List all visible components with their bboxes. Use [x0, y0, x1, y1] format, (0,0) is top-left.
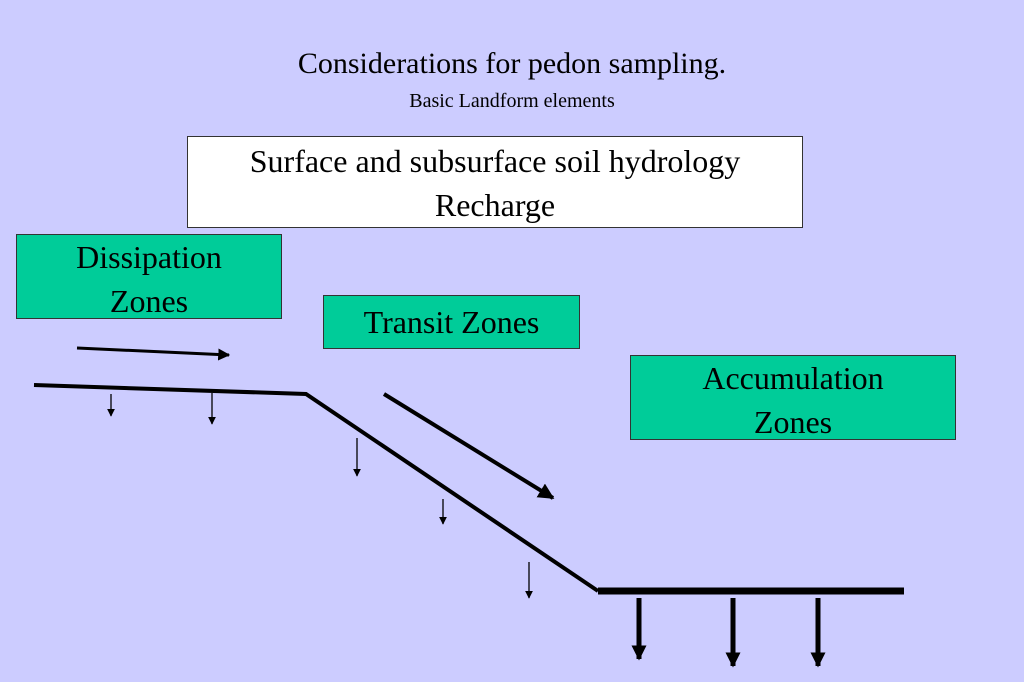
- dissipation-flow-arrow: [76, 346, 231, 361]
- slide-title: Considerations for pedon sampling.: [297, 47, 727, 80]
- dissipation-zone-line1: Dissipation: [76, 239, 222, 275]
- dissipation-zone-line2: Zones: [109, 283, 189, 319]
- hydrology-label-line1: Surface and subsurface soil hydrology: [249, 143, 741, 179]
- landform-profile-line: [33, 383, 600, 593]
- hydrology-label-line2: Recharge: [434, 187, 556, 223]
- accumulation-zone-box: Accumulation Zones: [630, 355, 956, 440]
- dissipation-zone-box: Dissipation Zones: [16, 234, 282, 319]
- accumulation-zone-line1: Accumulation: [702, 360, 884, 396]
- transit-flow-arrow: [382, 392, 555, 500]
- transit-zone-label: Transit Zones: [363, 304, 540, 340]
- slide-subtitle: Basic Landform elements: [409, 90, 615, 112]
- accumulation-zone-line2: Zones: [753, 404, 833, 440]
- hydrology-label-box: Surface and subsurface soil hydrology Re…: [187, 136, 803, 228]
- transit-zone-box: Transit Zones: [323, 295, 580, 349]
